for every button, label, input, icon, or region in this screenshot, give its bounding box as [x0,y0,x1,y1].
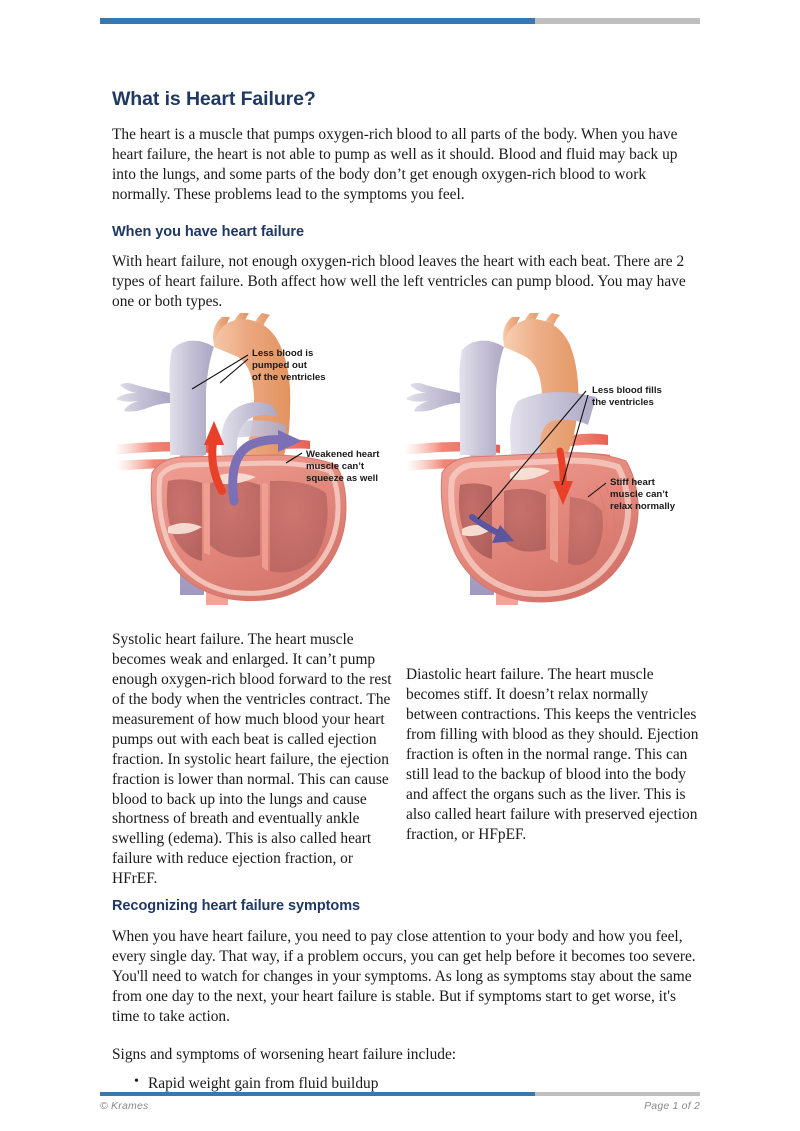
heart-chambers [166,479,328,573]
red-outflow-arrow [204,421,226,495]
heart-failure-type-columns: Systolic heart failure. The heart muscle… [112,630,702,887]
footer-rule-grey-segment [535,1092,700,1096]
header-rule-blue-segment [100,18,535,24]
page-title: What is Heart Failure? [112,88,316,110]
header-rule [100,18,700,24]
purple-outflow-arrow [228,430,302,506]
heart-illustrations: Less blood is pumped out of the ventricl… [100,305,710,610]
section-heading-recognizing-symptoms: Recognizing heart failure symptoms [112,898,361,914]
callout-less-blood-fills: Less blood fills the ventricles [592,385,665,408]
vena-cava [406,340,504,455]
footer-page-number: Page 1 of 2 [644,1100,700,1112]
callout-weakened-heart-muscle: Weakened heart muscle can’t squeeze as w… [306,449,382,484]
list-item: Rapid weight gain from fluid buildup [134,1073,700,1094]
symptoms-lead-in: Signs and symptoms of worsening heart fa… [112,1046,457,1064]
callout-stiff-heart-muscle: Stiff heart muscle can’t relax normally [610,477,676,512]
footer-rule-blue-segment [100,1092,535,1096]
diastolic-heart-figure: Less blood fills the ventricles Stiff he… [400,305,705,610]
callout-leader-lines [191,354,303,464]
purple-filling-arrow [469,514,514,543]
symptoms-list: Rapid weight gain from fluid buildup [112,1073,700,1094]
footer-copyright: © Krames [100,1100,149,1112]
document-content: What is Heart Failure? The heart is a mu… [112,0,700,312]
footer-rule [100,1092,700,1096]
systolic-description-column: Systolic heart failure. The heart muscle… [112,631,392,888]
callout-leader-lines [477,390,607,520]
section-paragraph-when-you-have-heart-failure: With heart failure, not enough oxygen-ri… [112,253,686,311]
systolic-heart-figure: Less blood is pumped out of the ventricl… [110,305,415,610]
vena-cava [116,340,214,455]
heart-chambers [458,483,603,565]
symptoms-paragraph: When you have heart failure, you need to… [112,928,696,1026]
header-rule-grey-segment [535,18,700,24]
section-heading-when-you-have-heart-failure: When you have heart failure [112,224,305,241]
diastolic-description-column: Diastolic heart failure. The heart muscl… [406,666,699,843]
red-filling-arrow [553,447,573,505]
callout-less-blood-pumped: Less blood is pumped out of the ventricl… [252,348,326,383]
intro-paragraph: The heart is a muscle that pumps oxygen-… [112,126,678,204]
symptoms-section: Recognizing heart failure symptoms When … [112,898,700,1094]
